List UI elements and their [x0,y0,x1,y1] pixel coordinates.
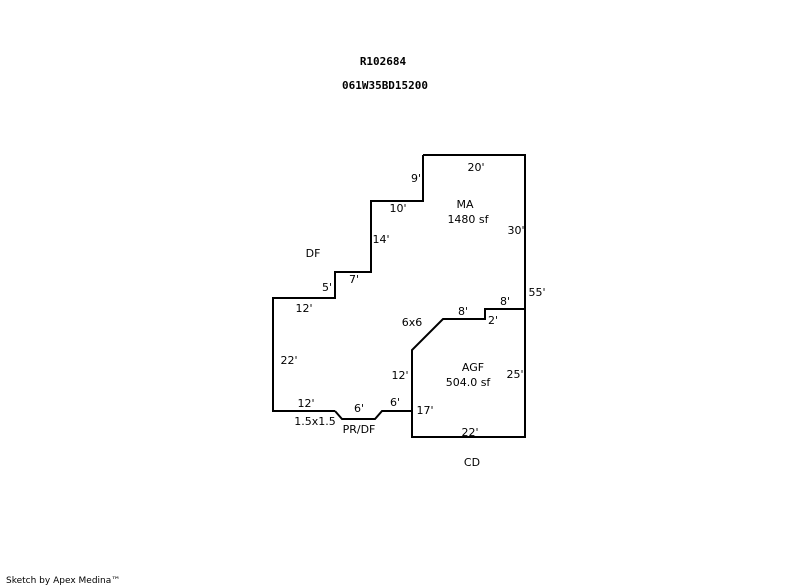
main-area-outline [411,154,526,438]
concrete-label: CD [464,456,480,469]
garage-area-code: AGF [462,361,484,374]
parcel-id: 061W35BD15200 [342,79,428,92]
main-area-code: MA [456,198,473,211]
garage-area-size: 504.0 sf [446,376,492,389]
deck-front-label: DF [306,247,321,260]
dim-garage-west-lower: 17' [416,404,433,417]
dim-df-west: 22' [280,354,297,367]
dim-garage-east: 25' [506,368,523,381]
dim-ma-step-low: 7' [349,273,359,286]
main-area-size: 1480 sf [447,213,489,226]
dim-garage-chamfer: 6x6 [402,316,423,329]
upper-step-walls [272,155,424,412]
porch-label: PR/DF [343,423,376,436]
dim-ma-step-top: 9' [411,172,421,185]
account-id: R102684 [360,55,407,68]
dim-ma-west-upper: 14' [372,233,389,246]
dim-garage-west-upper: 12' [391,369,408,382]
dim-ma-east: 30' [507,224,524,237]
dim-ma-top: 20' [467,161,484,174]
dim-ma-notch-drop: 2' [488,314,498,327]
dim-porch-chamfer: 1.5x1.5 [294,415,336,428]
dim-df-bottom: 12' [297,397,314,410]
dim-porch-bottom: 6' [354,402,364,415]
porch-outline [334,410,412,420]
sketch-credit: Sketch by Apex Medina™ [6,576,120,586]
dim-ma-south-right: 8' [500,295,510,308]
dim-ma-notch: 8' [458,305,468,318]
dim-ma-step-mid: 10' [389,202,406,215]
dim-total-east: 55' [528,286,545,299]
dim-ma-west-low: 5' [322,281,332,294]
dim-garage-bottom: 22' [461,426,478,439]
dim-df-top: 12' [295,302,312,315]
dim-porch-right: 6' [390,396,400,409]
